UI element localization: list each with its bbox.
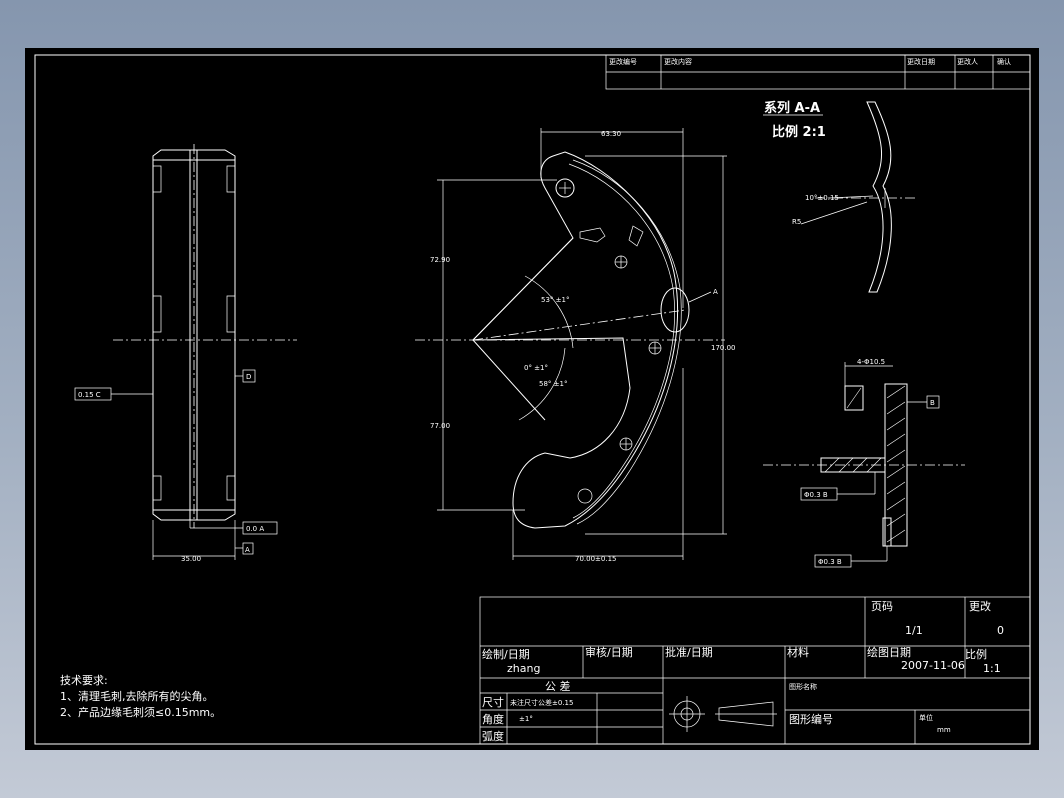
bottom-fcf: 0.0 A — [246, 525, 264, 533]
draw-date-label: 绘图日期 — [867, 645, 911, 659]
part-name-label: 图形名称 — [789, 682, 817, 691]
section-scale: 比例 2:1 — [772, 124, 826, 140]
detail-hole-dim: 4-Φ10.5 — [857, 358, 885, 366]
angle-value: ±1° — [519, 715, 533, 723]
change-label: 更改 — [969, 599, 991, 613]
title-block: 页码 1/1 更改 0 绘制/日期 zhang 审核/日期 批准/日期 材料 绘… — [479, 596, 1031, 745]
datum-d-tag: D — [246, 373, 251, 381]
side-fcf: 0.15 C — [78, 391, 101, 399]
draw-date-value: 2007-11-06 — [901, 659, 965, 672]
revision-no-header: 更改编号 — [609, 57, 637, 66]
technical-requirements: 技术要求: 1、清理毛刺,去除所有的尖角。 2、产品边缘毛刺须≤0.15mm。 — [60, 674, 221, 719]
tech-note-1: 1、清理毛刺,去除所有的尖角。 — [60, 689, 214, 703]
datum-b-tag: B — [930, 399, 935, 407]
unit-label: 单位 — [919, 713, 933, 722]
total-height-dim: 170.00 — [711, 344, 736, 352]
projection-symbol-icon — [669, 696, 777, 732]
side-width-dim: 35.00 — [181, 555, 201, 563]
unit-value: mm — [937, 726, 951, 734]
drawn-value: zhang — [507, 662, 540, 675]
drawing-frame — [34, 54, 1031, 745]
detail-fcf-2: Φ0.3 B — [818, 558, 842, 566]
datum-a-tag: A — [245, 546, 250, 554]
lower-height-dim: 77.00 — [430, 422, 450, 430]
scale-label: 比例 — [965, 647, 987, 661]
detail-view: 4-Φ10.5 B Φ0.3 B Φ0.3 B — [763, 358, 965, 568]
section-radius-dim: R5 — [792, 218, 801, 226]
tolerance-label: 公 差 — [545, 679, 571, 693]
section-view: 系列 A-A 比例 2:1 10°±0.15 R5 — [763, 100, 915, 293]
drawing-sheet: 更改编号 更改内容 更改日期 更改人 确认 35.00 D 0.15 C 0 — [25, 48, 1039, 750]
angle-dim-2: 0° ±1° — [524, 364, 548, 372]
size-value: 未注尺寸公差±0.15 — [510, 698, 573, 707]
approve-label: 批准/日期 — [665, 645, 713, 659]
revision-date-header: 更改日期 — [907, 57, 935, 66]
detail-fcf-1: Φ0.3 B — [804, 491, 828, 499]
section-title: 系列 A-A — [764, 100, 820, 116]
upper-height-dim: 72.90 — [430, 256, 450, 264]
material-label: 材料 — [787, 645, 809, 659]
tech-note-2: 2、产品边缘毛刺须≤0.15mm。 — [60, 705, 221, 719]
arc-label: 弧度 — [482, 729, 504, 743]
bottom-width-dim: 70.00±0.15 — [575, 555, 617, 563]
section-marker: A — [713, 288, 718, 296]
main-view: 53° ±1° 0° ±1° 58° ±1° A 63.30 72.90 77.… — [415, 128, 736, 563]
page-value: 1/1 — [905, 624, 923, 637]
top-width-dim: 63.30 — [601, 130, 621, 138]
revision-table: 更改编号 更改内容 更改日期 更改人 确认 — [605, 54, 1031, 90]
angle-dim-3: 58° ±1° — [539, 380, 567, 388]
size-label: 尺寸 — [482, 695, 504, 709]
revision-content-header: 更改内容 — [664, 57, 692, 66]
revision-person-header: 更改人 — [957, 57, 978, 66]
page-label: 页码 — [871, 600, 893, 613]
cad-drawing: 更改编号 更改内容 更改日期 更改人 确认 35.00 D 0.15 C 0 — [34, 54, 1031, 745]
drawn-label: 绘制/日期 — [482, 647, 530, 661]
scale-value: 1:1 — [983, 662, 1001, 675]
side-view: 35.00 D 0.15 C 0.0 A A — [74, 144, 297, 563]
change-value: 0 — [997, 624, 1004, 637]
review-label: 审核/日期 — [585, 645, 633, 659]
revision-confirm-header: 确认 — [997, 57, 1011, 66]
part-no-label: 图形编号 — [789, 712, 833, 726]
angle-dim-1: 53° ±1° — [541, 296, 569, 304]
angle-label: 角度 — [482, 712, 504, 726]
section-angle-dim: 10°±0.15 — [805, 194, 839, 202]
tech-notes-heading: 技术要求: — [60, 674, 108, 687]
